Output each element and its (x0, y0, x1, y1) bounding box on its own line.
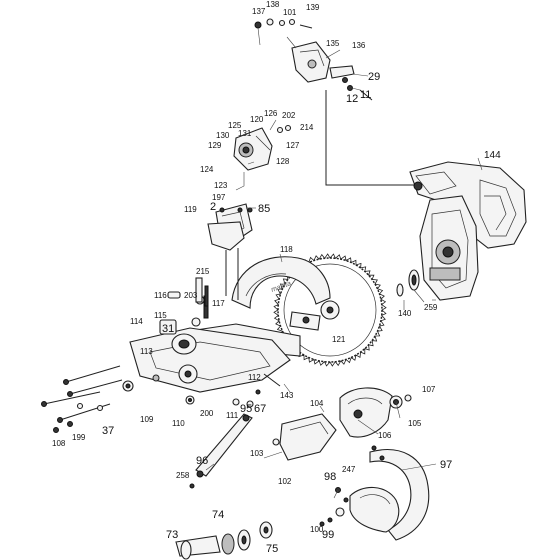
label-127: 127 (286, 141, 300, 150)
small-parts-98 (319, 445, 385, 527)
label-138: 138 (266, 0, 280, 9)
label-119: 119 (184, 205, 197, 214)
label-73: 73 (166, 529, 178, 541)
label-104: 104 (310, 399, 324, 408)
label-107: 107 (422, 385, 436, 394)
label-136: 136 (352, 41, 366, 50)
label-101: 101 (283, 8, 297, 17)
label-200: 200 (200, 409, 214, 418)
label-113: 113 (140, 347, 153, 356)
motor-cap-114 (159, 291, 209, 355)
label-123: 123 (214, 181, 228, 190)
label-118: 118 (280, 245, 293, 254)
label-120: 120 (250, 115, 264, 124)
label-37: 37 (102, 425, 114, 437)
label-115: 115 (154, 311, 167, 320)
label-197: 197 (212, 193, 226, 202)
label-137: 137 (252, 7, 266, 16)
label-29: 29 (368, 71, 380, 83)
label-114: 114 (130, 317, 143, 326)
label-129: 129 (208, 141, 222, 150)
lower-guard-104 (279, 387, 412, 461)
leader-lines (205, 36, 483, 499)
label-247: 247 (342, 465, 356, 474)
label-108: 108 (52, 439, 66, 448)
label-105: 105 (408, 419, 422, 428)
label-125: 125 (228, 121, 242, 130)
switch-handle-144 (409, 161, 527, 249)
label-109: 109 (140, 415, 154, 424)
label-99: 99 (322, 529, 334, 541)
label-131: 131 (238, 129, 252, 138)
label-124: 124 (200, 165, 214, 174)
label-96: 96 (196, 455, 208, 467)
label-12: 12 (346, 93, 358, 105)
label-106: 106 (378, 431, 392, 440)
label-215: 215 (196, 267, 210, 276)
label-11: 11 (360, 89, 371, 101)
left-screws (41, 365, 123, 433)
label-2: 2 (210, 201, 216, 213)
label-74: 74 (212, 509, 224, 521)
label-259: 259 (424, 303, 438, 312)
label-135: 135 (326, 39, 340, 48)
label-139: 139 (306, 3, 320, 12)
top-fastener-group (254, 18, 313, 46)
label-103: 103 (250, 449, 264, 458)
spindle-73 (175, 521, 273, 560)
label-140: 140 (398, 309, 412, 318)
label-214: 214 (300, 123, 314, 132)
label-126: 126 (264, 109, 278, 118)
label-102: 102 (278, 477, 292, 486)
saw-blade-teeth (273, 253, 387, 367)
label-143: 143 (280, 391, 294, 400)
label-258: 258 (176, 471, 190, 480)
label-144: 144 (484, 150, 501, 161)
label-95: 95 (240, 403, 252, 415)
label-112: 112 (248, 373, 261, 382)
label-117: 117 (212, 299, 225, 308)
link-bar-96 (189, 413, 280, 489)
part-labels: 137 138 101 139 135 136 29 12 11 125 120… (52, 0, 501, 555)
label-111: 111 (226, 411, 239, 420)
label-100: 100 (310, 525, 324, 534)
label-31: 31 (162, 323, 174, 335)
label-128: 128 (276, 157, 290, 166)
label-98: 98 (324, 471, 336, 483)
switch-assembly-125 (233, 124, 292, 191)
label-67: 67 (254, 403, 266, 415)
label-121: 121 (332, 335, 346, 344)
label-85: 85 (258, 203, 270, 215)
label-75: 75 (266, 543, 278, 555)
label-203: 203 (184, 291, 198, 300)
motor-housing (396, 195, 479, 301)
label-202: 202 (282, 111, 296, 120)
upper-bracket-135 (291, 41, 355, 91)
label-110: 110 (172, 419, 185, 428)
small-parts-200 (185, 373, 281, 408)
label-97: 97 (440, 459, 452, 471)
label-116: 116 (154, 291, 167, 300)
blade-cover-97 (349, 449, 430, 541)
bracket-119 (195, 207, 253, 307)
label-130: 130 (216, 131, 230, 140)
label-199: 199 (72, 433, 86, 442)
